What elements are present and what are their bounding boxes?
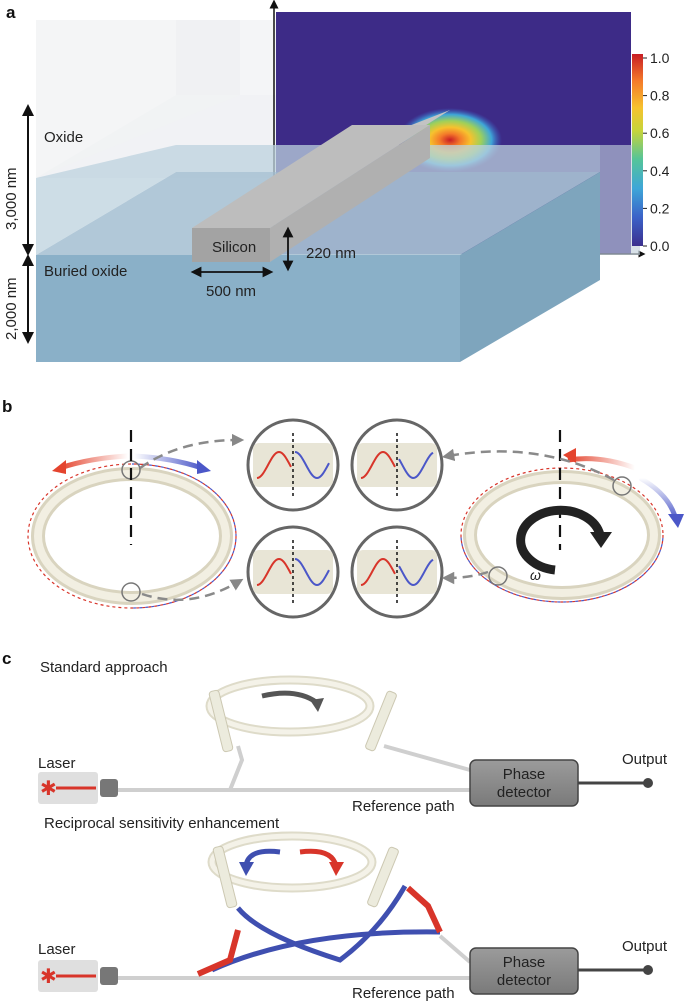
mode-inset	[350, 525, 444, 619]
upper-oxide-side	[600, 145, 640, 255]
connector-bottom-right	[441, 570, 489, 585]
laser-star-icon: ✱	[40, 778, 57, 800]
colorbar-tick-label: 0.0	[650, 238, 670, 254]
standard-output-label: Output	[622, 751, 668, 768]
left-ccw-arrow	[59, 453, 129, 471]
buried-oxide-label: Buried oxide	[44, 263, 127, 280]
waveguide-height-label: 220 nm	[306, 245, 356, 262]
standard-laser: ✱	[38, 772, 118, 804]
standard-laser-label: Laser	[38, 755, 76, 772]
left-ring-ccw-wave	[132, 463, 237, 609]
colorbar-tick-label: 0.4	[650, 163, 670, 179]
silicon-top-face	[192, 125, 430, 228]
reciprocal-red-right	[405, 885, 443, 934]
right-cw-arrowhead	[668, 514, 684, 528]
panel-a: a Oxide Buried oxide Silicon 220 nm 50	[3, 0, 670, 362]
silicon-side-face	[270, 125, 430, 262]
connector-bottom-left	[141, 578, 244, 602]
reciprocal-ccw-arrowhead	[239, 862, 254, 876]
reciprocal-title: Reciprocal sensitivity enhancement	[44, 815, 280, 832]
height-oxide-label: 3,000 nm	[3, 167, 20, 230]
mode-insets	[246, 418, 444, 619]
reciprocal-laser: ✱	[38, 960, 118, 992]
rotation-arrowhead	[590, 532, 612, 548]
standard-phase-detector: Phase detector	[469, 759, 579, 807]
panel-c: c Standard approach ✱ Laser Phase detect…	[2, 649, 668, 1002]
colorbar-tick-label: 0.6	[650, 125, 670, 141]
right-ccw-arrowhead	[563, 448, 576, 463]
right-ring-bottom-marker	[488, 566, 508, 586]
colorbar-tick-label: 0.8	[650, 88, 670, 104]
reciprocal-coupler-right	[367, 846, 399, 908]
reciprocal-detector-line1: Phase	[503, 954, 546, 971]
waveguide-width-label: 500 nm	[206, 283, 256, 300]
reciprocal-cw-arrowhead	[329, 862, 344, 876]
standard-approach-title: Standard approach	[40, 659, 168, 676]
left-ccw-arrowhead	[52, 460, 66, 474]
silicon-front-face	[192, 228, 270, 262]
colorbar-ticks: 1.0 0.8 0.6 0.4 0.2 0.0	[643, 50, 670, 254]
buried-oxide-front	[36, 255, 460, 362]
panel-c-letter: c	[2, 649, 11, 668]
height-buried-label: 2,000 nm	[3, 277, 20, 340]
rotation-arrow	[516, 505, 605, 575]
reciprocal-blue-path-2	[236, 884, 408, 963]
panel-b: b ω	[2, 397, 684, 619]
standard-rotation-arrowhead	[310, 698, 324, 712]
omega-label: ω	[530, 567, 541, 583]
reciprocal-circuit	[118, 831, 472, 980]
reciprocal-blue-path-1	[210, 929, 441, 973]
standard-output-terminal	[643, 778, 653, 788]
left-ring-bottom-marker	[121, 582, 141, 602]
colorbar-tick-label: 0.2	[650, 200, 670, 216]
reciprocal-phase-detector: Phase detector	[469, 947, 579, 995]
connector-top-left	[139, 433, 245, 470]
reciprocal-red-left	[196, 929, 241, 977]
left-ring	[27, 430, 237, 609]
reciprocal-bus-right	[438, 934, 472, 964]
standard-reference-label: Reference path	[352, 798, 455, 815]
standard-bus-waveguide	[228, 744, 471, 791]
standard-circuit	[118, 675, 471, 792]
buried-oxide-side	[460, 172, 600, 362]
reciprocal-reference-label: Reference path	[352, 985, 455, 1002]
left-cw-arrow	[133, 453, 203, 471]
standard-rotation-arrow	[261, 690, 318, 705]
standard-coupler-left	[208, 689, 234, 753]
standard-detector-line1: Phase	[503, 766, 546, 783]
mode-inset	[246, 418, 340, 512]
reciprocal-coupler-left	[212, 845, 238, 909]
colorbar-tick-label: 1.0	[650, 50, 670, 66]
right-ring: ω	[460, 430, 684, 603]
silicon-label: Silicon	[212, 239, 256, 256]
reciprocal-output-label: Output	[622, 938, 668, 955]
reciprocal-laser-star-icon: ✱	[40, 966, 57, 988]
panel-b-letter: b	[2, 397, 12, 416]
connector-top-right	[441, 448, 615, 482]
mode-inset	[246, 525, 340, 619]
colorbar	[632, 54, 643, 246]
right-ring-top-marker	[612, 476, 632, 496]
reciprocal-output-terminal	[643, 965, 653, 975]
standard-detector-line2: detector	[497, 784, 551, 801]
oxide-label: Oxide	[44, 129, 83, 146]
panel-a-letter: a	[6, 3, 16, 22]
reciprocal-detector-line2: detector	[497, 972, 551, 989]
left-cw-arrowhead	[197, 460, 211, 474]
reciprocal-laser-label: Laser	[38, 941, 76, 958]
standard-coupler-right	[365, 690, 397, 752]
mode-inset	[350, 418, 444, 512]
